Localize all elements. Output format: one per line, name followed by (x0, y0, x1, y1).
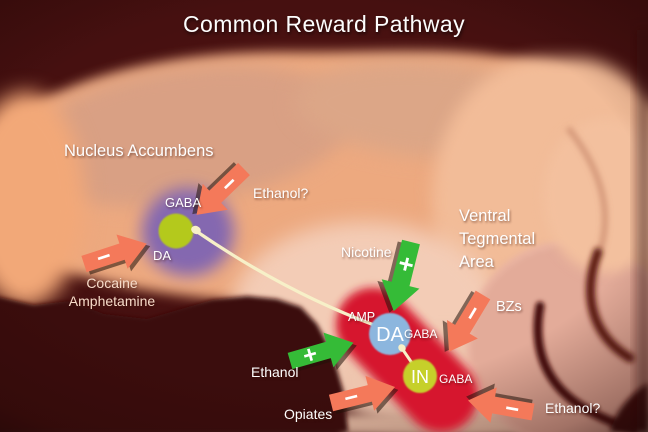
vta-label-line1: Ventral (459, 207, 511, 225)
ethanol-vta-arrow: + (287, 332, 357, 372)
ethanol-nacc-arrow: − (192, 162, 250, 215)
vta-in-neuron-circle (403, 359, 437, 393)
opiates-arrow: − (328, 375, 399, 415)
cocaine-label-line1: Cocaine (86, 275, 138, 291)
bzs-arrow: − (442, 290, 491, 352)
bzs-label: BZs (496, 299, 522, 315)
cocaine-amphetamine-label: Cocaine Amphetamine (38, 275, 186, 310)
ethanol-vta2-label: Ethanol? (545, 400, 601, 416)
vta-label-line3: Area (459, 253, 494, 271)
nacc-da-label: DA (153, 248, 172, 263)
vta-da-gaba-label: GABA (404, 327, 438, 341)
ethanol-vta-label: Ethanol (251, 364, 299, 380)
ethanol-vta2-arrow: − (466, 383, 535, 423)
nucleus-accumbens-label: Nucleus Accumbens (64, 142, 214, 160)
nacc-gaba-label: GABA (165, 195, 202, 210)
dopamine-projection-line (194, 229, 376, 327)
synaptic-terminal-da (398, 344, 406, 352)
vta-label-line2: Tegmental (459, 230, 536, 248)
opiates-sign: − (341, 383, 361, 413)
nicotine-sign: + (390, 253, 421, 274)
nicotine-arrow: + (377, 239, 421, 313)
vta-in-neuron-label: IN (411, 367, 429, 387)
cocaine-label-line2: Amphetamine (68, 292, 156, 309)
nicotine-label: Nicotine (341, 244, 392, 260)
vta-in-gaba-label: GABA (439, 372, 473, 386)
ethanol-nacc-label: Ethanol? (253, 185, 309, 201)
vta-amp-label: AMP (348, 310, 376, 324)
synaptic-terminal-nacc (191, 225, 201, 235)
vta-da-neuron-label: DA (376, 324, 404, 346)
opiates-label: Opiates (284, 406, 333, 422)
nacc-gaba-neuron-circle (158, 213, 194, 249)
cocaine-arrow: − (81, 234, 151, 275)
slide-title: Common Reward Pathway (183, 11, 465, 37)
ventral-tegmental-area-label: Ventral Tegmental Area (459, 205, 535, 274)
ethanol-vta2-sign: − (503, 394, 521, 423)
